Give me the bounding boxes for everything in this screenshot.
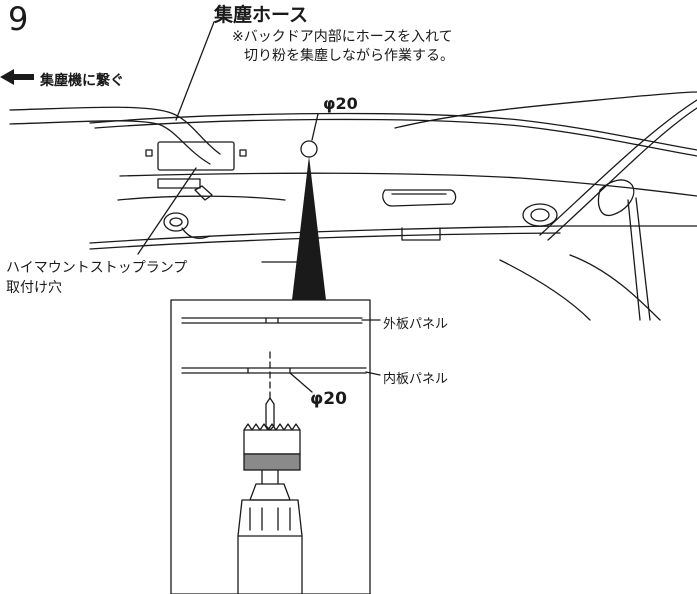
wire-grommet [163,212,189,232]
spoiler-lower [117,195,286,201]
detail-box [170,299,371,594]
hole-top [300,140,318,158]
hose-outer [9,106,221,155]
hole-saw-teeth [243,423,301,431]
lamp-label-line2: 取付け穴 [6,280,62,296]
detail-pointer [292,156,326,300]
arrow-connect [0,69,34,85]
wire [181,227,211,240]
hole-saw-band [243,453,301,471]
door-groove [119,172,697,197]
hose-title: 集塵ホース [214,4,309,26]
strut [627,199,641,321]
door-lower-line-2 [89,232,561,250]
inner-leader [365,371,381,376]
strut-2 [635,197,651,321]
phi-leader [311,113,319,141]
step-number: 9 [8,0,29,38]
lamp-label-line1: ハイマウントストップランプ [6,260,188,276]
hose-note-line1: ※バックドア内部にホースを入れて [232,29,453,45]
lower-right-curve [569,254,661,321]
door-frame-right-2 [547,107,697,241]
lamp-mount-hole [157,141,235,171]
roof-line [394,91,697,129]
door-top-edge [89,112,697,151]
inner-panel-label: 内板パネル [383,372,449,387]
tab-under-hole [157,178,201,189]
lamp-leader [137,167,197,255]
hose-note-line2: 切り粉を集塵しながら作業する。 [244,48,454,64]
bracket-rect [401,227,441,241]
hole-diameter-top: φ20 [323,94,358,113]
arbor [261,469,279,485]
phi-det-leader [289,372,313,393]
door-frame-right [539,99,697,236]
clip-right [239,149,247,157]
drill-body [237,535,303,594]
latch-bracket [597,179,635,217]
grommet-inner [530,208,550,222]
garnish-recess [382,189,457,207]
connect-label: 集塵機に繋ぐ [40,73,124,89]
hose-inner [9,120,211,165]
door-lower-line-1 [89,225,697,244]
wire-grommet-inner [169,217,183,227]
clip-left [145,149,153,157]
hose-leader [175,21,215,121]
outer-panel-label: 外板パネル [383,317,449,332]
door-top-edge-2 [94,118,697,157]
hole-diameter-detail: φ20 [310,389,347,409]
wire-connector [194,185,213,201]
grommet-outer [522,203,558,227]
lower-right-curve-2 [499,259,591,321]
